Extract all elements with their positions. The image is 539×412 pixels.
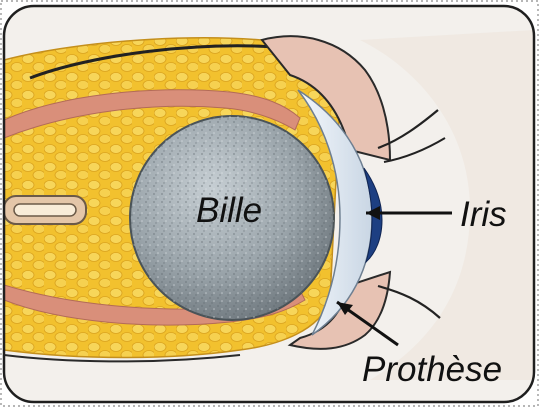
label-iris: Iris: [460, 195, 507, 234]
optic-nerve: [4, 196, 86, 224]
label-prothese: Prothèse: [362, 350, 502, 389]
label-bille: Bille: [196, 191, 262, 230]
illustration: [4, 6, 534, 402]
